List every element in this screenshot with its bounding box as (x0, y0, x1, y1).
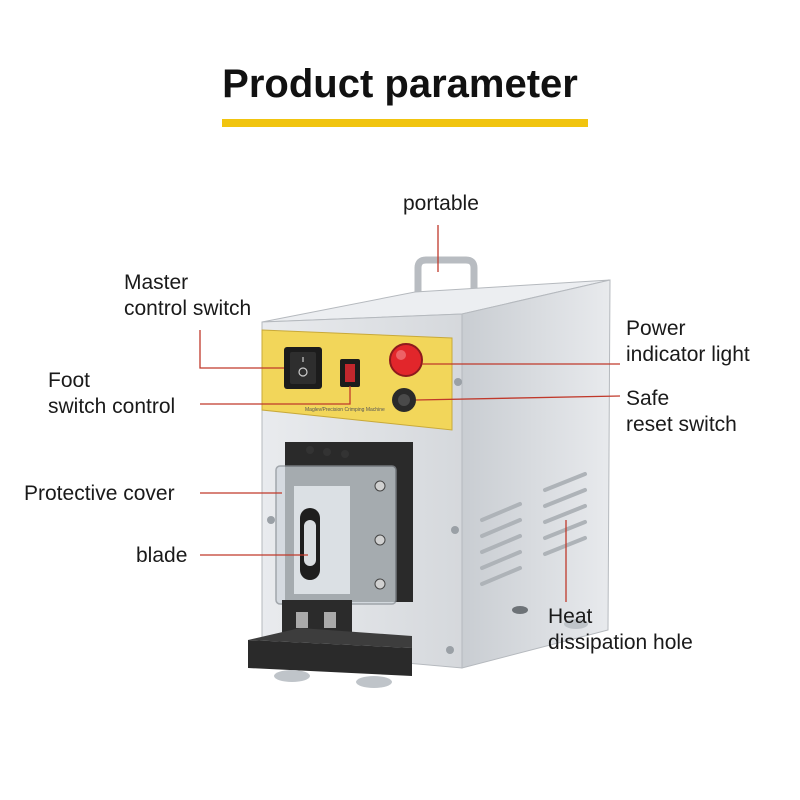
callout-safe-reset-switch: Safe reset switch (626, 387, 737, 436)
callout-foot-switch-control: Foot switch control (48, 369, 176, 418)
carry-handle (414, 256, 478, 304)
machine-base (248, 640, 412, 676)
callout-protective-cover: Protective cover (24, 482, 175, 505)
title-underline (222, 119, 588, 127)
callout-heat-dissipation-hole: Heat dissipation hole (548, 605, 693, 654)
leader-foot (200, 386, 351, 405)
power-indicator-icon (389, 343, 423, 377)
heat-vents (480, 472, 587, 586)
page-title: Product parameter (222, 62, 578, 106)
leader-master (199, 330, 284, 369)
panel-model-text: Maglev/Precision Crimping Machine (305, 407, 385, 413)
callout-portable: portable (403, 192, 479, 215)
callout-power-indicator-light: Power indicator light (626, 317, 750, 366)
callout-master-control-switch: Master control switch (124, 271, 252, 320)
leader-reset (415, 395, 621, 401)
callout-blade: blade (136, 544, 188, 567)
